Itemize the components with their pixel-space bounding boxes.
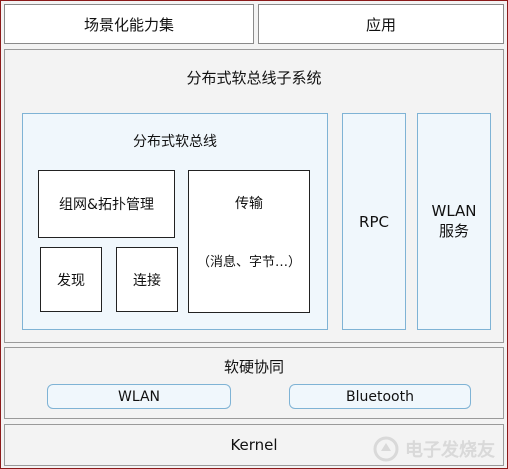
connection-label: 连接 <box>133 272 161 289</box>
wlan-hardware-label: WLAN <box>117 388 160 405</box>
connection-box: 连接 <box>116 247 178 312</box>
scenario-capability-set-box: 场景化能力集 <box>4 4 254 44</box>
rpc-box: RPC <box>342 113 406 330</box>
bluetooth-hardware-label: Bluetooth <box>346 388 414 405</box>
kernel-band: Kernel <box>4 424 504 466</box>
scenario-capability-set-label: 场景化能力集 <box>83 15 174 34</box>
wlan-service-label-line1: WLAN <box>431 202 477 220</box>
bluetooth-hardware-box: Bluetooth <box>289 384 471 409</box>
networking-topology-box: 组网&拓扑管理 <box>38 170 175 238</box>
discovery-box: 发现 <box>40 247 102 312</box>
distributed-soft-bus-title: 分布式软总线 <box>133 134 217 150</box>
application-box: 应用 <box>258 4 504 44</box>
networking-topology-label: 组网&拓扑管理 <box>59 197 154 213</box>
watermark-text: 电子发烧友 <box>405 440 495 461</box>
transport-title: 传输 <box>235 196 263 212</box>
kernel-label: Kernel <box>230 436 278 454</box>
application-label: 应用 <box>365 15 396 34</box>
discovery-label: 发现 <box>57 272 85 289</box>
watermark-logo-icon <box>373 436 399 462</box>
subsystem-title: 分布式软总线子系统 <box>186 69 322 87</box>
wlan-hardware-box: WLAN <box>47 384 231 409</box>
transport-box: 传输 （消息、字节…） <box>188 170 310 313</box>
wlan-service-label-line2: 服务 <box>438 222 469 240</box>
watermark: 电子发烧友 <box>373 436 495 462</box>
hardware-co-design-title: 软硬协同 <box>223 358 284 376</box>
rpc-label: RPC <box>359 212 389 231</box>
wlan-service-box: WLAN 服务 <box>417 113 491 330</box>
transport-detail: （消息、字节…） <box>196 255 301 270</box>
